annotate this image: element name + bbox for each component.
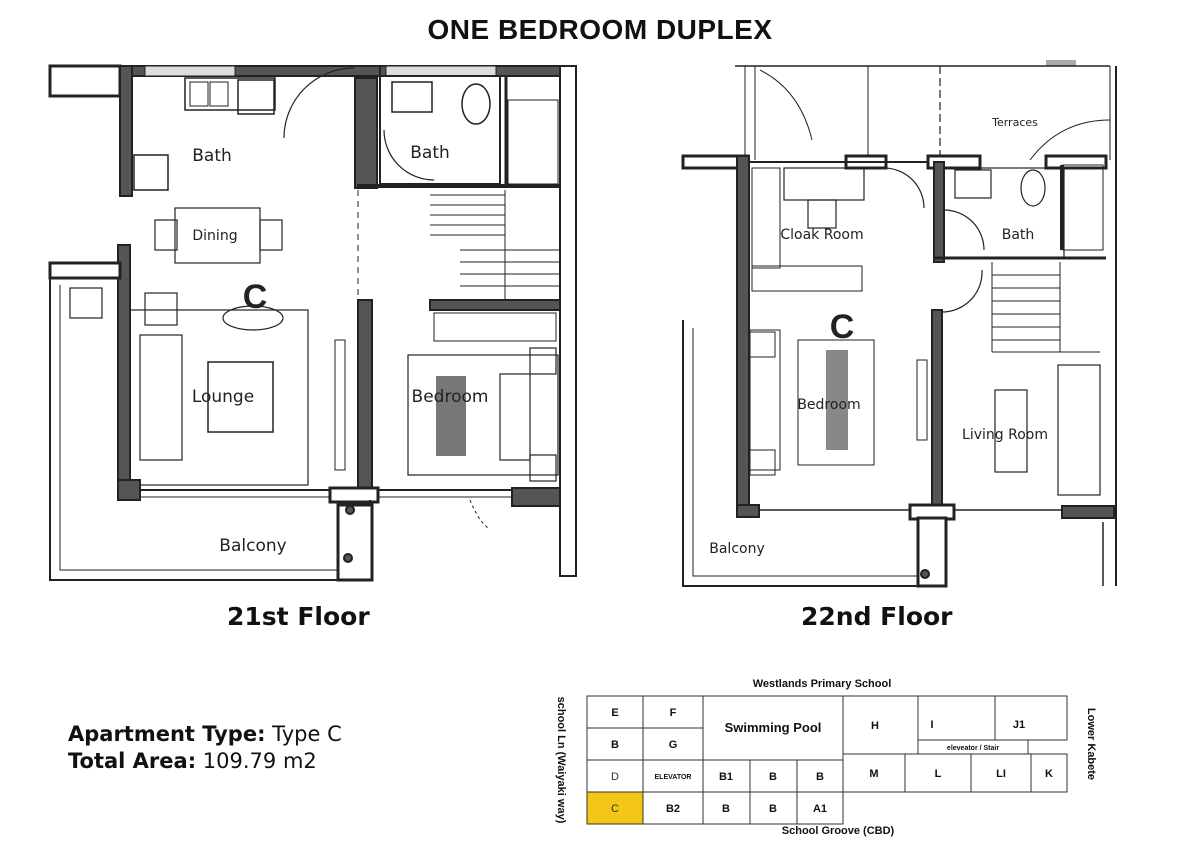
site-cell-c: C	[611, 803, 619, 815]
site-cell-elevator-stair: eleveator / Stair	[947, 745, 999, 752]
room-label-lounge: Lounge	[192, 387, 254, 407]
site-cell-pool: Swimming Pool	[725, 720, 822, 735]
unit-label-22: C	[830, 308, 855, 346]
apartment-type-value: Type C	[272, 722, 342, 746]
site-cell-g: G	[669, 739, 678, 751]
room-label-bath-22: Bath	[1002, 227, 1035, 243]
room-label-living-room: Living Room	[962, 427, 1048, 443]
site-map-west-road: school Ln (Waiyaki way)	[555, 697, 567, 824]
site-cell-m: M	[869, 768, 878, 780]
room-label-balcony-21: Balcony	[219, 536, 286, 556]
apartment-type-label: Apartment Type:	[68, 722, 266, 746]
room-label-cloak-room: Cloak Room	[780, 227, 863, 243]
site-cell-l: L	[935, 768, 942, 780]
apartment-type-line: Apartment Type: Type C	[68, 722, 342, 746]
site-cell-li: LI	[996, 768, 1006, 780]
site-cell-e: E	[611, 707, 618, 719]
room-label-dining: Dining	[192, 228, 237, 244]
site-map-east-road: Lower Kabete	[1085, 708, 1097, 780]
total-area-value: 109.79 m2	[202, 749, 317, 773]
room-label-bedroom-22: Bedroom	[797, 397, 860, 413]
floor-21-plan	[48, 64, 577, 582]
page-title: ONE BEDROOM DUPLEX	[427, 14, 773, 45]
site-cell-elevator: ELEVATOR	[655, 774, 692, 781]
floor-22-label: 22nd Floor	[801, 602, 953, 631]
room-label-bath-21: Bath	[410, 143, 450, 163]
floor-21-label: 21st Floor	[227, 602, 370, 631]
total-area-label: Total Area:	[68, 749, 197, 773]
site-map-north-road: Westlands Primary School	[753, 678, 892, 690]
site-cell-f: F	[670, 707, 677, 719]
site-cell-b-c: B	[816, 771, 824, 783]
site-cell-d: D	[611, 771, 619, 783]
site-cell-b2: B2	[666, 803, 680, 815]
room-label-bedroom-21: Bedroom	[412, 387, 489, 407]
unit-label-21: C	[243, 278, 268, 316]
site-cell-k: K	[1045, 768, 1053, 780]
site-cell-b-b: B	[769, 771, 777, 783]
site-cell-b-a: B	[611, 739, 619, 751]
total-area-line: Total Area: 109.79 m2	[68, 749, 317, 773]
site-cell-a1: A1	[813, 803, 827, 815]
site-cell-b-e: B	[769, 803, 777, 815]
site-map: Westlands Primary School School Groove (…	[555, 678, 1097, 837]
site-cell-j1: J1	[1013, 719, 1025, 731]
site-cell-b-d: B	[722, 803, 730, 815]
room-label-kitchen-bath: Bath	[192, 146, 232, 166]
site-cell-h: H	[871, 720, 879, 732]
site-map-south-road: School Groove (CBD)	[782, 825, 895, 837]
site-cell-b1: B1	[719, 771, 733, 783]
floor-22-plan	[681, 60, 1117, 588]
site-cell-i: I	[930, 719, 933, 731]
room-label-balcony-22: Balcony	[709, 541, 765, 557]
room-label-terraces: Terraces	[991, 116, 1038, 129]
